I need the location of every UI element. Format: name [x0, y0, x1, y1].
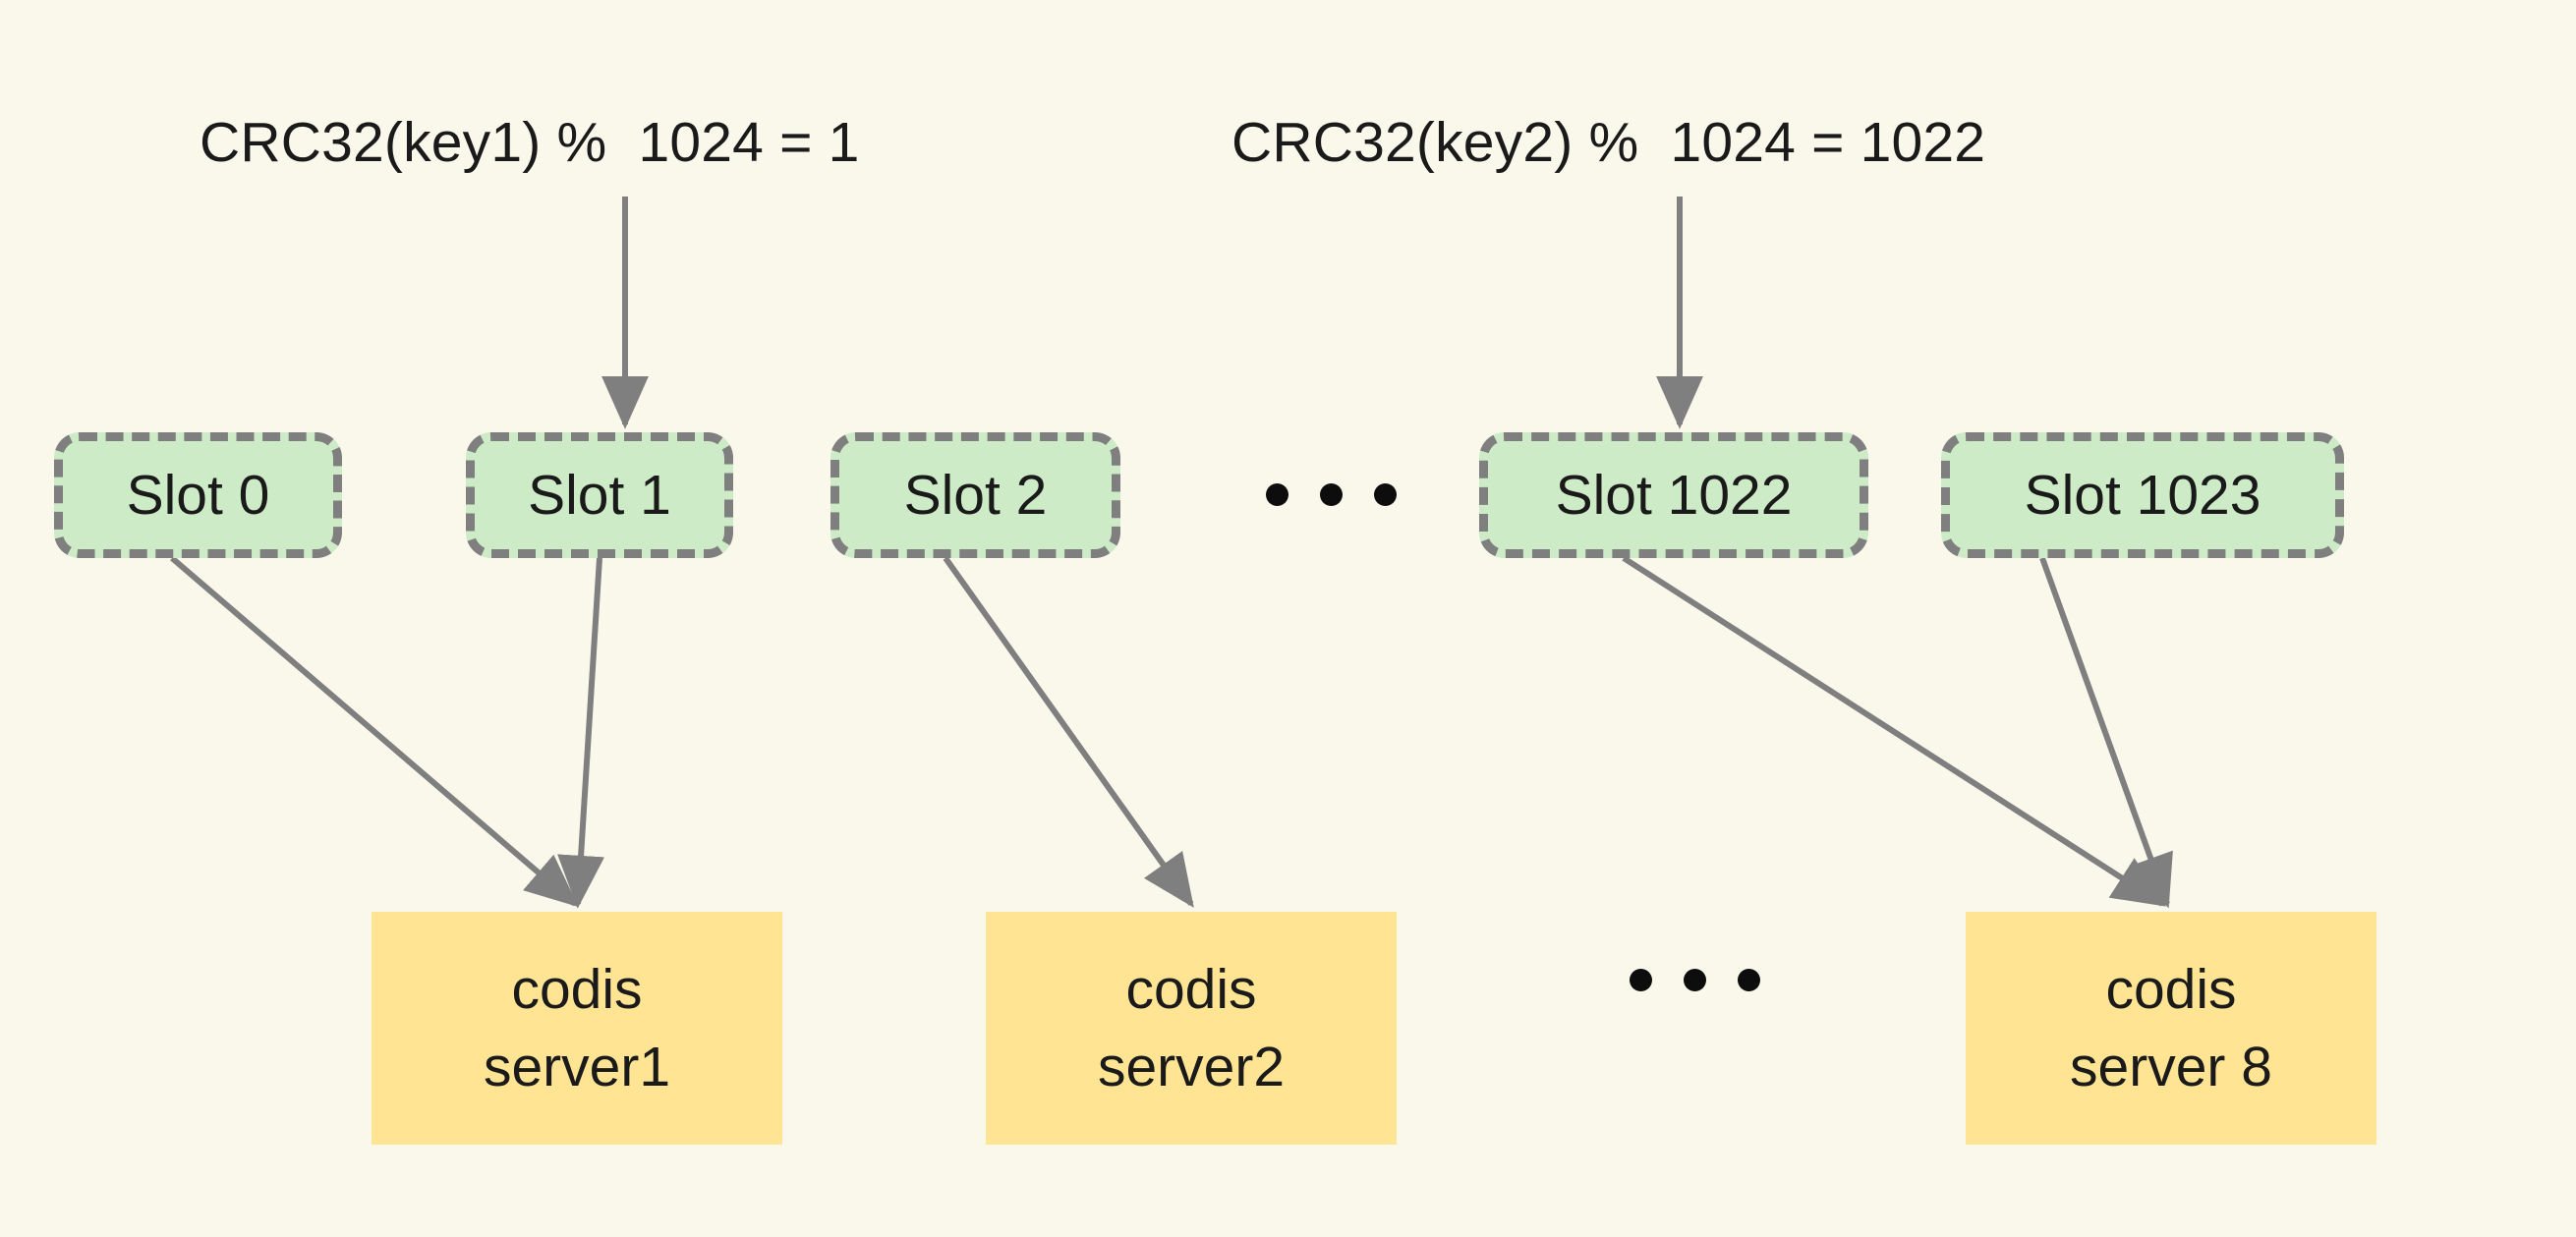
slot-label: Slot 1023 — [2024, 464, 2261, 527]
slot-box-slot-0[interactable]: Slot 0 — [54, 432, 342, 558]
server-line-1: codis — [511, 957, 643, 1021]
server-line-2: server2 — [1097, 1035, 1286, 1098]
arrow-slot-0-to-server-1 — [170, 555, 579, 908]
ellipsis-dot — [1320, 483, 1343, 506]
ellipsis-dot — [1738, 969, 1760, 991]
slot-box-slot-1023[interactable]: Slot 1023 — [1941, 432, 2344, 558]
server-line-2: server 8 — [2070, 1035, 2272, 1098]
arrow-slot-1-to-server-1 — [557, 557, 605, 909]
slot-label: Slot 1 — [528, 464, 671, 527]
slot-box-slot-1[interactable]: Slot 1 — [466, 432, 733, 558]
slot-box-slot-1022[interactable]: Slot 1022 — [1479, 432, 1868, 558]
arrow-slot-2-to-server-2 — [943, 556, 1194, 908]
server-line-1: codis — [1125, 957, 1257, 1021]
slot-label: Slot 1022 — [1555, 464, 1793, 527]
server-row-ellipsis — [1630, 969, 1760, 991]
slot-label: Slot 2 — [903, 464, 1048, 527]
ellipsis-dot — [1684, 969, 1706, 991]
server-line-1: codis — [2105, 957, 2237, 1021]
slot-box-slot-2[interactable]: Slot 2 — [830, 432, 1120, 558]
ellipsis-dot — [1374, 483, 1397, 506]
server-box-server-8[interactable]: codis server 8 — [1966, 912, 2376, 1145]
ellipsis-dot — [1266, 483, 1288, 506]
server-line-2: server1 — [483, 1035, 671, 1098]
server-box-server-2[interactable]: codis server2 — [986, 912, 1397, 1145]
ellipsis-dot — [1630, 969, 1652, 991]
crc-key1-label: CRC32(key1) % 1024 = 1 — [200, 111, 860, 174]
crc-key2-label: CRC32(key2) % 1024 = 1022 — [1231, 111, 1986, 174]
slot-label: Slot 0 — [126, 464, 270, 527]
server-box-server-1[interactable]: codis server1 — [372, 912, 782, 1145]
arrow-slot-1023-to-server-8 — [2039, 556, 2173, 909]
arrow-slot-1022-to-server-8 — [1622, 555, 2167, 907]
slot-row-ellipsis — [1266, 483, 1397, 506]
